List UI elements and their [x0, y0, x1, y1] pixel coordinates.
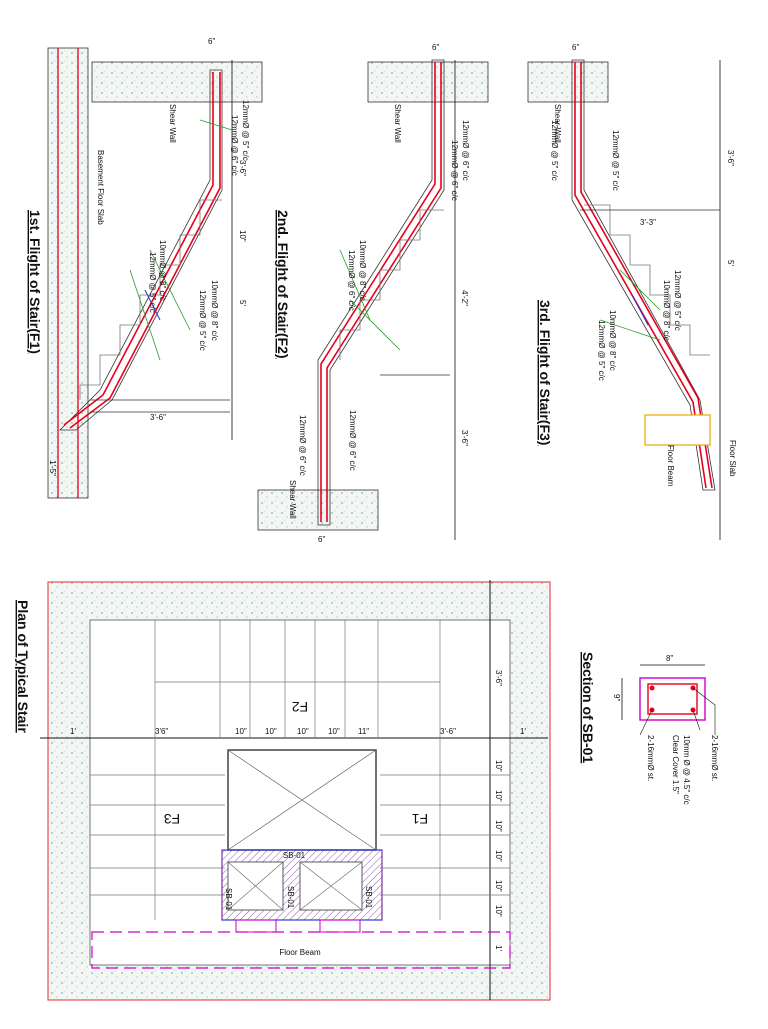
f2-title: 2nd. Flight of Stair(F2) [275, 210, 291, 359]
plan-dim-q: 1' [494, 945, 503, 951]
f3-beam-label: Floor Beam [666, 445, 675, 487]
plan-dim-j: 3'-6" [494, 670, 503, 686]
plan-floor-beam-label: Floor Beam [279, 948, 321, 957]
plan-sb-label-top: SB-01 [283, 851, 306, 860]
plan-dim-h: 1' [70, 727, 76, 736]
plan-f3-label: F3 [164, 811, 181, 827]
f2-dim-top: 6" [432, 43, 439, 52]
f3-dim-a: 5' [726, 260, 735, 266]
f1-bar-3: 10mmØ @ 8" c/c [158, 240, 167, 301]
plan-f2-label: F2 [292, 699, 309, 715]
plan-dim-b: 10" [235, 727, 247, 736]
f3-dim-top: 6" [572, 43, 579, 52]
f2-bar-5: 12mmØ @ 6" c/c [348, 410, 357, 471]
f3-bar-2: 12mmØ @ 5" c/c [550, 120, 559, 181]
sb-dim-width: 8" [666, 654, 673, 663]
f2-shear-wall-top [367, 61, 489, 103]
plan-dim-a: 3'6" [155, 727, 168, 736]
floor-beam [91, 931, 511, 969]
f3-slab-label: Floor Slab [728, 440, 737, 477]
f2-dim-lower: 3'-6" [460, 430, 469, 446]
f3-dim-b: 3'-6" [726, 150, 735, 166]
f1-bar-6: 12mmØ @ 5" c/c [198, 290, 207, 351]
f3-dim-c: 3'-3" [640, 218, 656, 227]
plan-dim-g: 3'-6" [440, 727, 456, 736]
f2-bar-3: 10mmØ @ 8" c/c [358, 240, 367, 301]
sb-dim-height: 9" [612, 694, 621, 701]
f3-bar-6: 12mmØ @ 5" c/c [597, 320, 606, 381]
plan-dim-c: 10" [265, 727, 277, 736]
f3-section: 3rd. Flight of Stair(F3) Shear Wall Floo… [527, 43, 737, 540]
plan-f1-label: F1 [412, 811, 429, 827]
f1-section: 1st. Flight of Stair(F1) Shear Wall Base… [27, 37, 263, 499]
plan-dim-k: 10" [494, 760, 503, 772]
f1-dim-top: 6" [208, 37, 215, 46]
plan-dim-e: 10" [328, 727, 340, 736]
sb-stirrup [647, 683, 698, 715]
sb-note-4: 2-16mmØ st. [646, 735, 655, 781]
sb-note-3: Clear Cover 1.5" [671, 735, 680, 794]
sb-note-1: 2-16mmØ st. [710, 735, 719, 781]
f1-dim-d: 3'-6" [150, 413, 166, 422]
f1-title: 1st. Flight of Stair(F1) [27, 210, 43, 354]
f2-dim-bottom: 6" [318, 535, 325, 544]
f2-bar-6: 12mmØ @ 6" c/c [298, 415, 307, 476]
f3-wall-label: Shear Wall [553, 104, 562, 143]
f2-bar-1: 12mmØ @ 6" c/c [461, 120, 470, 181]
f1-shear-wall [91, 61, 263, 103]
sb-01-section: Section of SB-01 8" 9" 2-16mmØ st. 10mm … [580, 652, 719, 805]
f2-wall-label-bottom: Shear Wall [288, 480, 297, 519]
f1-bar-4: 12mmØ @ 5" c/c [148, 252, 157, 313]
f1-dim-e: 1'-5" [48, 460, 57, 476]
basement-slab [47, 47, 89, 499]
f1-dim-c: 3'-6" [238, 160, 247, 176]
f1-bar-5: 10mmØ @ 8" c/c [210, 280, 219, 341]
plan-sb-label-right: SB-01 [364, 886, 373, 909]
plan-dim-f: 11" [358, 727, 369, 736]
f2-section: 2nd. Flight of Stair(F2) Shear Wall Shea… [257, 43, 489, 544]
sb-section-title: Section of SB-01 [580, 652, 596, 763]
plan-dim-i: 1' [520, 727, 526, 736]
plan-title: Plan of Typical Stair [15, 600, 31, 733]
f3-title: 3rd. Flight of Stair(F3) [537, 300, 553, 445]
f3-floor-beam [644, 414, 711, 446]
f2-bar-4: 12mmØ @ 6" c/c [347, 250, 356, 311]
plan-dim-p: 10" [494, 905, 503, 917]
f1-dim-b: 5' [238, 300, 247, 306]
f3-shear-wall [527, 61, 609, 103]
f1-dim-a: 10" [238, 230, 247, 242]
f2-dim-mid: 4'-2" [460, 290, 469, 306]
f3-bar-5: 10mmØ @ 8" c/c [608, 310, 617, 371]
f2-bar-2: 12mmØ @ 6" c/c [450, 140, 459, 201]
plan-sb-label-mid: SB-01 [286, 886, 295, 909]
sb-note-2: 10mm Ø @ 4.5" c/c [682, 735, 691, 805]
f3-bar-4: 10mmØ @ 8" c/c [662, 280, 671, 341]
f1-wall-label: Shear Wall [168, 104, 177, 143]
f3-bar-3: 12mmØ @ 5" c/c [673, 270, 682, 331]
plan-view: Plan of Typical Stair [15, 580, 551, 1001]
f3-bar-1: 12mmØ @ 5" c/c [611, 130, 620, 191]
plan-dim-d: 10" [297, 727, 309, 736]
plan-dim-n: 10" [494, 850, 503, 862]
plan-dim-l: 10" [494, 790, 503, 802]
f1-bar-2: 12mmØ @ 6" c/c [230, 115, 239, 176]
f1-bar-1: 12mmØ @ 5" c/c [241, 100, 250, 161]
f2-wall-label-top: Shear Wall [393, 104, 402, 143]
f1-slab-label: Basement Floor Slab [96, 150, 105, 225]
plan-sb-label-left: SB-01 [224, 888, 233, 911]
plan-dim-m: 10" [494, 820, 503, 832]
plan-dim-o: 10" [494, 880, 503, 892]
